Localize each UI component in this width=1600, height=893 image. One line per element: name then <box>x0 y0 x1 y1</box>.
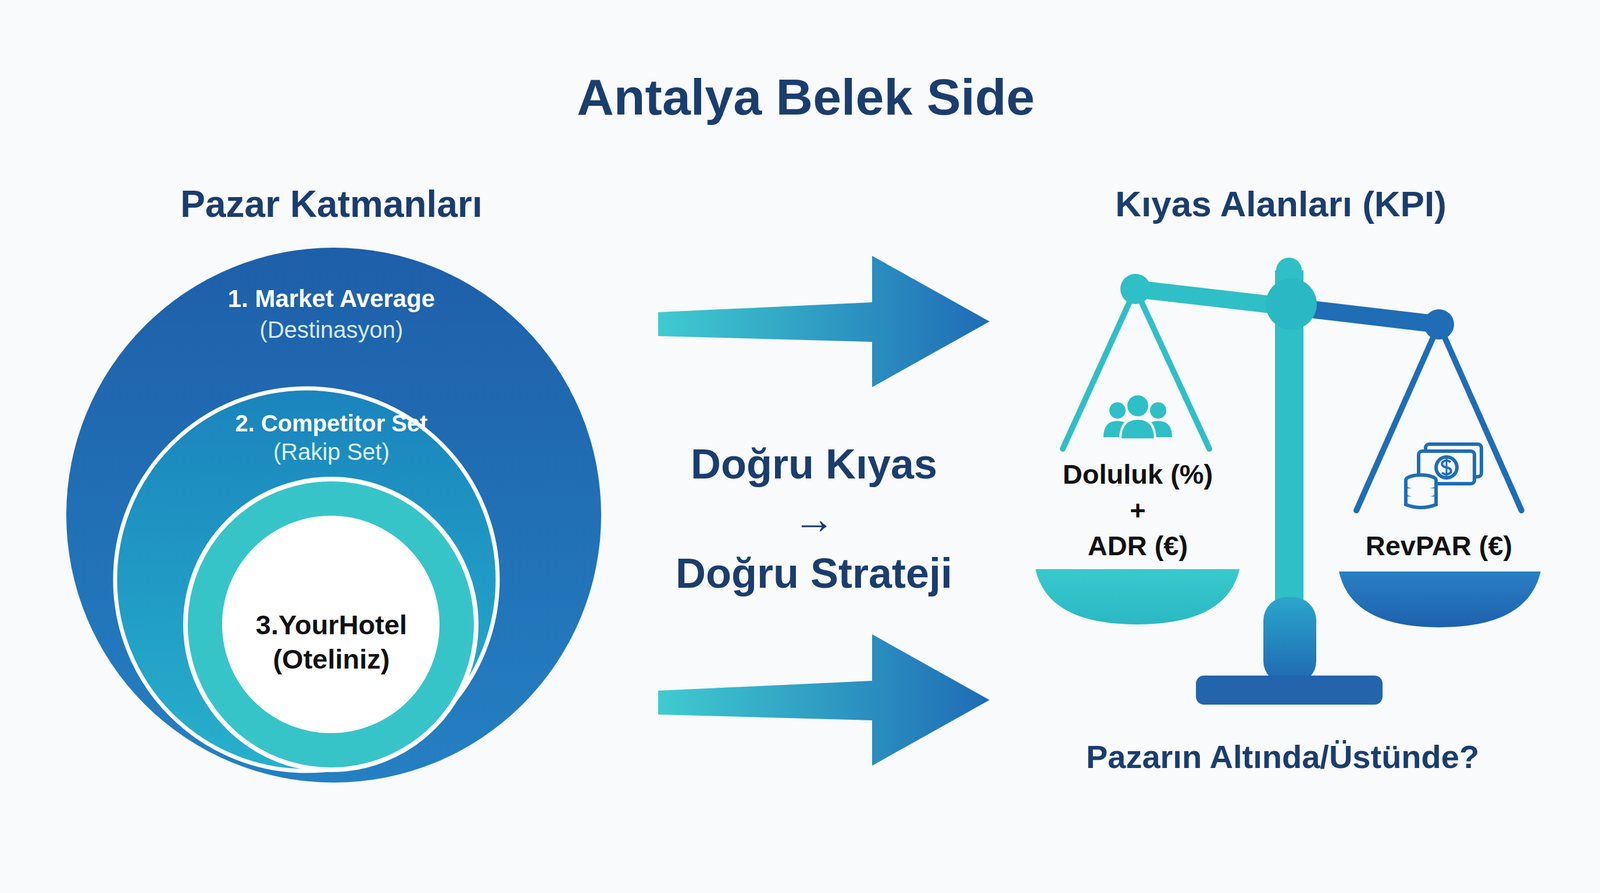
kpi-operator: + <box>1129 493 1146 528</box>
section-heading: Kıyas Alanları (KPI) <box>1115 181 1447 227</box>
diagram-title: Antalya Belek Side <box>576 65 1035 130</box>
flow-arrow <box>658 255 990 388</box>
section-heading: Pazar Katmanları <box>180 180 482 228</box>
kpi-label: RevPAR (€) <box>1365 529 1513 564</box>
flow-arrow <box>658 634 990 766</box>
hotel-circle: 3.YourHotel (Oteliniz) <box>183 476 479 773</box>
people-icon <box>1103 395 1173 440</box>
layer-subtitle: (Destinasyon) <box>259 315 404 345</box>
node-shape <box>1331 494 1550 631</box>
center-slogan: Doğru Kıyas <box>690 437 938 491</box>
scale-pan: RevPAR (€) <box>1331 494 1550 631</box>
layer-title: 3.YourHotel (Oteliniz) <box>232 608 431 677</box>
scale-pivot <box>1265 278 1317 330</box>
scale-string <box>1356 324 1439 511</box>
scale-pan: Doluluk (%)+ADR (€) <box>1029 447 1248 628</box>
scale-knob <box>1423 309 1455 340</box>
layer-subtitle: (Rakip Set) <box>273 437 390 467</box>
layer-title: 1. Market Average <box>227 283 435 315</box>
layer-title: 2. Competitor Set <box>234 408 428 438</box>
scale-knob <box>1120 273 1151 305</box>
question-caption: Pazarın Altında/Üstünde? <box>1086 736 1480 778</box>
slogan-arrow: → <box>793 492 835 545</box>
scale-foot <box>1263 597 1317 685</box>
balance-scale <box>1062 257 1522 705</box>
scale-base <box>1195 675 1383 705</box>
money-icon <box>1405 444 1482 508</box>
competitor-circle: 2. Competitor Set(Rakip Set) 3.YourHotel … <box>112 386 500 774</box>
market-circle: 1. Market Average(Destinasyon) 2. Competi… <box>66 247 602 783</box>
center-slogan: Doğru Strateji <box>675 547 953 600</box>
kpi-label: ADR (€) <box>1087 529 1188 564</box>
kpi-label: Doluluk (%) <box>1062 457 1213 492</box>
